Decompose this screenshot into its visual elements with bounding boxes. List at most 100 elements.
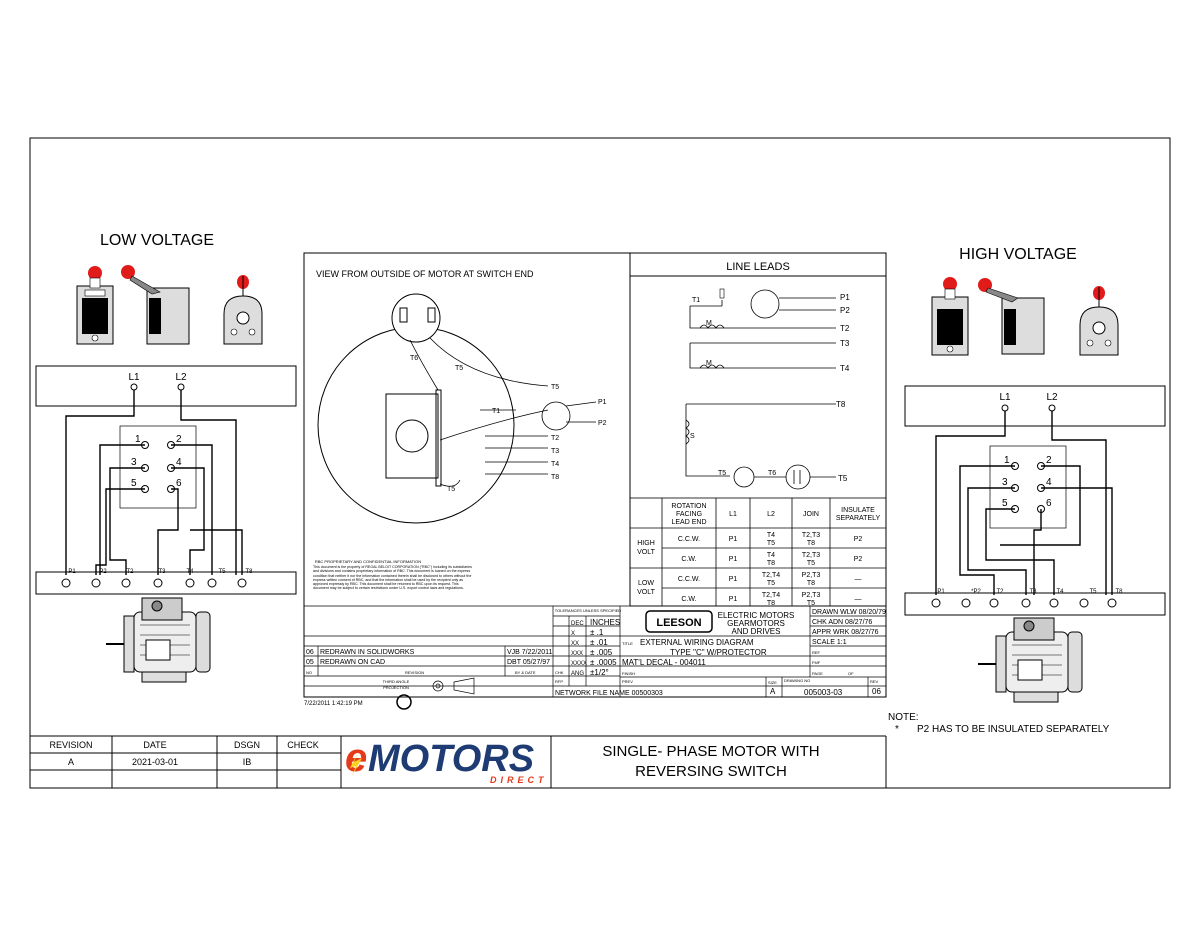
rt-cell-0-0-join-line-2: T8 xyxy=(807,540,815,547)
high-term-t4: T4 xyxy=(1056,589,1064,595)
rev-header-by: BY & DATE xyxy=(515,670,536,675)
third-angle-label: THIRD ANGLE xyxy=(383,679,410,684)
mv-label-t2: T2 xyxy=(551,435,559,442)
rev-06-desc: REDRAWN IN SOLIDWORKS xyxy=(320,649,415,656)
bottom-title-line-2: REVERSING SWITCH xyxy=(635,763,787,780)
high-num-4: 4 xyxy=(1046,477,1052,488)
high-term-t3: T3 xyxy=(1029,589,1037,595)
projection-label: PROJECTION xyxy=(383,685,409,690)
low-motor-icon xyxy=(106,597,211,683)
bottom-header-check: CHECK xyxy=(287,740,319,750)
rt-cell-0-1-l2-line-1: T4 xyxy=(767,552,775,559)
rt-cell-1-0-insulate: — xyxy=(855,576,862,583)
rt-cell-0-0-dir: C.C.W. xyxy=(678,536,700,543)
rt-cell-0-0-insulate: P2 xyxy=(854,536,863,543)
ll-label-p1: P1 xyxy=(840,293,850,302)
emotors-logo-sub: DIRECT xyxy=(490,775,548,785)
rt-cell-1-0-l2-line-1: T2,T4 xyxy=(762,572,780,579)
high-terminal-strip xyxy=(904,592,1166,616)
tb-rev: 06 xyxy=(872,687,881,696)
low-l1-terminal xyxy=(130,383,138,391)
switch-outline xyxy=(391,293,441,343)
tb-tolerances: TOLERANCES UNLESS SPECIFIED xyxy=(555,608,622,613)
low-switch-end-icon xyxy=(223,275,263,345)
note-star: * xyxy=(895,724,899,735)
bottom-header-dsgn: DSGN xyxy=(234,740,260,750)
tb-prev: PREV xyxy=(622,679,633,684)
brand-sub-2: GEARMOTORS xyxy=(727,619,785,628)
conduit-box xyxy=(385,393,439,479)
high-voltage-section: HIGH VOLTAGE L1 L2 1 2 xyxy=(888,246,1166,735)
rt-cell-1-1-join-line-2: T5 xyxy=(807,600,815,607)
tol-label-0: X xyxy=(571,631,575,637)
rt-cells: HIGHVOLTC.C.W.P1T4T5T2,T3T8P2C.W.P1T4T8T… xyxy=(637,532,862,607)
rev-header-no: NO xyxy=(306,670,312,675)
rt-header-rotation-2: FACING xyxy=(676,511,702,518)
mv-label-t6: T6 xyxy=(410,355,418,362)
bottom-header-date: DATE xyxy=(143,740,166,750)
rt-cell-0-1-dir: C.W. xyxy=(681,556,696,563)
low-num-5: 5 xyxy=(131,478,137,489)
tol-label-4: ANG xyxy=(571,671,584,677)
high-term-p1: P1 xyxy=(937,589,945,595)
note-text: P2 HAS TO BE INSULATED SEPARATELY xyxy=(917,724,1110,735)
tb-inches: INCHES xyxy=(590,618,620,627)
tol-value-1: ± .01 xyxy=(590,638,608,647)
tol-label-3: XXXX xyxy=(571,661,587,667)
low-term-t8: T8 xyxy=(245,569,253,575)
low-num-2: 2 xyxy=(176,434,182,445)
high-switch-box xyxy=(989,445,1067,529)
rotation-table: ROTATION FACING LEAD END L1 L2 JOIN INSU… xyxy=(629,497,887,607)
line-leads-title: LINE LEADS xyxy=(726,261,790,273)
tb-matl: MAT'L DECAL - 004011 xyxy=(622,658,706,667)
ll-label-t2: T2 xyxy=(840,324,850,333)
high-term-t5: T5 xyxy=(1089,589,1097,595)
rt-header-l2: L2 xyxy=(767,511,775,518)
low-terminal-strip xyxy=(35,571,297,595)
low-term-t3: T3 xyxy=(158,569,166,575)
high-term-t2: T2 xyxy=(996,589,1004,595)
ll-label-s: S xyxy=(690,433,695,440)
low-l1-label: L1 xyxy=(128,372,140,383)
rt-cell-1-1-l2-line-2: T8 xyxy=(767,600,775,607)
high-l2-label: L2 xyxy=(1046,392,1058,403)
tb-drawing-no-label: DRAWING NO xyxy=(784,678,810,683)
center-drawing-frame xyxy=(303,252,887,698)
rt-group-0-line-2: VOLT xyxy=(637,549,655,556)
low-voltage-title: LOW VOLTAGE xyxy=(100,232,214,249)
low-num-1: 1 xyxy=(135,434,141,445)
rt-header-join: JOIN xyxy=(803,511,819,518)
mv-label-t5b: T5 xyxy=(551,384,559,391)
rev-06-by: VJB 7/22/2011 xyxy=(507,649,553,656)
proprietary-text: This document is the property of REGAL B… xyxy=(313,565,472,591)
ll-label-t6: T6 xyxy=(768,470,776,477)
high-num-5: 5 xyxy=(1002,498,1008,509)
ll-label-t5a: T5 xyxy=(718,470,726,477)
high-wires xyxy=(935,411,1113,595)
rt-cell-0-1-l2-line-2: T8 xyxy=(767,560,775,567)
high-line-box xyxy=(904,385,1166,427)
tb-fmf: FMF xyxy=(812,660,821,665)
low-term-t5: T5 xyxy=(218,569,226,575)
mv-label-t1: T1 xyxy=(492,408,500,415)
motor-view-leads xyxy=(409,337,597,487)
tb-chk: CHK ADN 08/27/76 xyxy=(812,619,872,626)
emotors-logo: e MOTORS DIRECT xyxy=(345,736,548,785)
brand-sub-3: AND DRIVES xyxy=(732,627,781,636)
tb-drawn: DRAWN WLW 08/20/79 xyxy=(812,609,886,616)
tol-label-1: XX xyxy=(571,641,579,647)
low-l2-label: L2 xyxy=(175,372,187,383)
high-switch-front-icon xyxy=(931,277,969,356)
high-switch-contacts xyxy=(1011,462,1045,513)
bottom-title-line-1: SINGLE- PHASE MOTOR WITH xyxy=(602,743,819,760)
rev-header-chk: CHK xyxy=(555,670,564,675)
mv-label-t5c: T5 xyxy=(447,486,455,493)
rt-group-1-line-1: LOW xyxy=(638,580,654,587)
high-num-6: 6 xyxy=(1046,498,1052,509)
low-term-t4: T4 xyxy=(186,569,194,575)
tb-size-label: SIZE xyxy=(768,680,777,685)
tol-value-2: ± .005 xyxy=(590,648,613,657)
high-terminal-screws xyxy=(931,598,1117,608)
rev-06-no: 06 xyxy=(306,649,314,656)
